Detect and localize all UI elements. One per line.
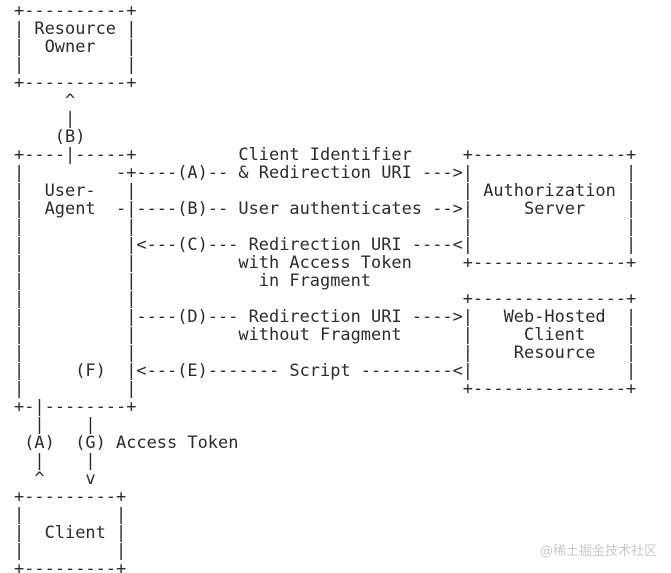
diagram-line: +----------+ (14, 73, 136, 92)
diagram-line: | | (14, 451, 96, 470)
diagram-line: +----------+ (14, 1, 136, 20)
diagram-line: | | | | (14, 217, 636, 236)
diagram-line: (A) (G) Access Token (14, 433, 238, 452)
diagram-line: +---------+ (14, 487, 126, 506)
diagram-line: | Agent -|----(B)-- User authenticates -… (14, 199, 636, 218)
diagram-line: | Resource | (14, 19, 136, 38)
diagram-line: ^ (14, 91, 75, 110)
diagram-line: | | (14, 415, 96, 434)
diagram-line: | | (14, 505, 126, 524)
diagram-line: | User- | | Authorization | (14, 181, 636, 200)
diagram-line: | | (14, 541, 126, 560)
diagram-line: | (F) |<---(E)------- Script ---------<|… (14, 361, 636, 380)
diagram-line: | |----(D)--- Redirection URI ---->| Web… (14, 307, 636, 326)
diagram-line: | | (14, 55, 136, 74)
diagram-line: | | +---------------+ (14, 289, 636, 308)
diagram-line: | -+----(A)-- & Redirection URI --->| | (14, 163, 636, 182)
diagram-line: | | | Resource | (14, 343, 636, 362)
diagram-line: | | without Fragment | Client | (14, 325, 636, 344)
diagram-line: ^ v (14, 469, 96, 488)
diagram-line: +---------+ (14, 559, 126, 573)
diagram-line: | |<---(C)--- Redirection URI ----<| | (14, 235, 636, 254)
diagram-line: (B) (14, 127, 85, 146)
diagram-line: | Owner | (14, 37, 136, 56)
diagram-line: | (14, 109, 75, 128)
diagram-line: | | +---------------+ (14, 379, 636, 398)
diagram-line: +-|--------+ (14, 397, 136, 416)
watermark: @稀土掘金技术社区 (539, 544, 657, 559)
diagram-line: | Client | (14, 523, 126, 542)
diagram-line: +----|-----+ Client Identifier +--------… (14, 145, 636, 164)
diagram-line: | | with Access Token +---------------+ (14, 253, 636, 272)
diagram-line: | | in Fragment (14, 271, 371, 290)
